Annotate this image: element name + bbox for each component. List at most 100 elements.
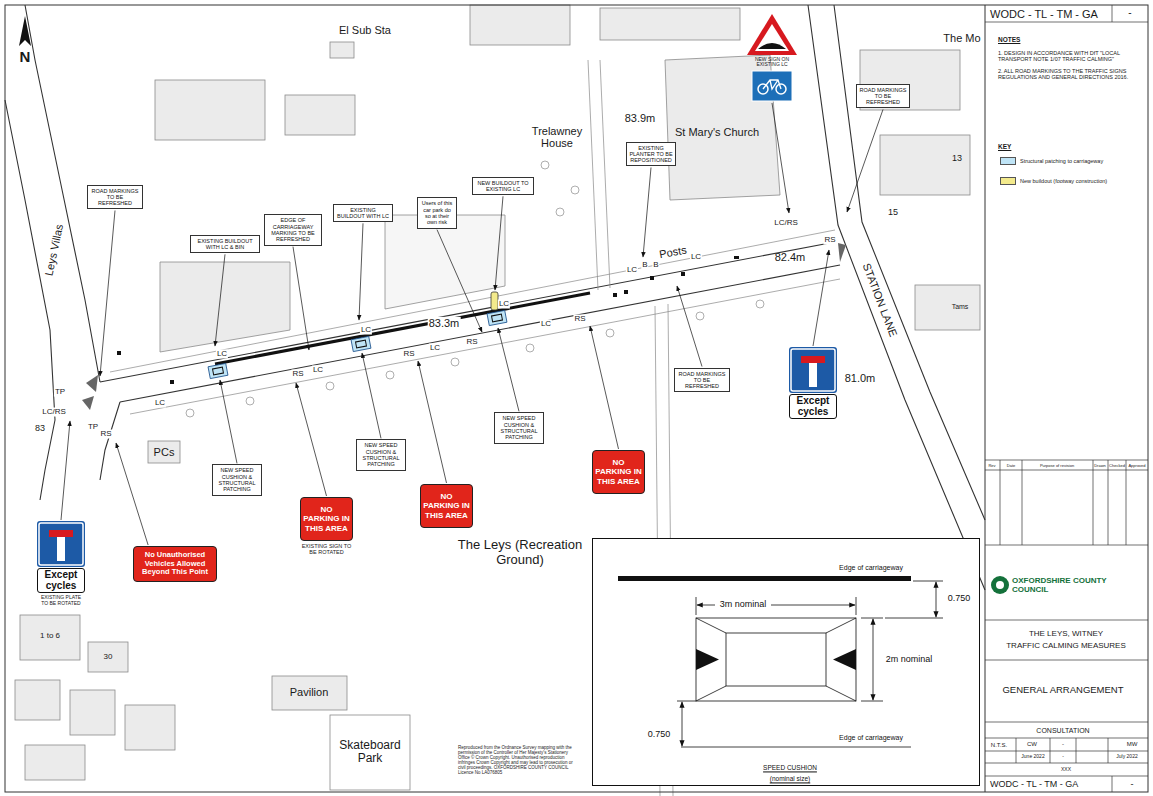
building xyxy=(860,50,960,110)
map-label: Tams xyxy=(952,303,969,311)
regulatory-sign: NO PARKING IN THIS AREA xyxy=(592,450,645,494)
map-label: Pavilion xyxy=(290,686,329,698)
copyright-note: Reproduced from the Ordnance Survey mapp… xyxy=(458,745,580,775)
junction-hatching xyxy=(86,375,98,392)
title-block-text: Drawn xyxy=(1094,464,1106,468)
map-label: 1 to 6 xyxy=(40,632,60,641)
speed-cushion xyxy=(487,310,507,325)
map-label: 15 xyxy=(888,207,898,217)
leader-line xyxy=(495,196,503,290)
tree xyxy=(541,161,549,169)
leader-line xyxy=(813,250,829,346)
tree xyxy=(386,371,394,379)
building xyxy=(285,95,355,135)
callout-box: NEW SPEED CUSHION & STRUCTURAL PATCHING xyxy=(356,439,406,470)
cushion-drawing xyxy=(885,618,943,619)
building xyxy=(25,745,85,780)
cushion-drawing xyxy=(936,582,937,617)
callout-box: Users of this car park do so at their ow… xyxy=(417,197,457,228)
detail-text: 0.750 xyxy=(648,730,671,740)
map-label: The Leys (Recreation Ground) xyxy=(455,538,585,567)
sign-caption: EXISTING PLATE TO BE ROTATED xyxy=(37,595,85,607)
speed-cushion xyxy=(351,336,371,351)
map-label: Skateboard Park xyxy=(334,739,406,766)
tree xyxy=(451,358,459,366)
hump-warning-sign xyxy=(747,14,797,55)
map-label: RS xyxy=(465,338,478,347)
map-label: TP xyxy=(87,423,99,432)
callout-box: ROAD MARKINGS TO BE REFRESHED xyxy=(674,368,730,393)
leader-line xyxy=(498,328,519,411)
sheet-frame xyxy=(5,5,1148,792)
title-block-text: CONSULTATION xyxy=(1036,727,1089,735)
building xyxy=(70,690,115,735)
callout-text: ROAD MARKINGS TO BE REFRESHED xyxy=(677,371,727,390)
map-label: 82.4m xyxy=(775,251,806,263)
road-edge xyxy=(100,242,835,382)
leader-line xyxy=(61,421,70,520)
cushion-drawing xyxy=(677,701,696,702)
title-block-text: NOTES xyxy=(998,36,1020,43)
detail-text: 3m nominal xyxy=(720,600,767,610)
callout-box: NEW BUILDOUT TO EXISTING LC xyxy=(472,177,534,196)
title-block-rule xyxy=(985,722,1148,723)
legend-text: Structural patching to carriageway xyxy=(1020,157,1103,165)
speed-cushion xyxy=(213,367,224,375)
building xyxy=(155,80,265,140)
sign-panel: No Unauthorised Vehicles Allowed Beyond … xyxy=(133,546,217,582)
dead-end-symbol xyxy=(789,347,837,393)
detail-text: Edge of carriageway xyxy=(839,734,903,742)
detail-text: 2m nominal xyxy=(886,655,933,665)
title-block-text: GENERAL ARRANGEMENT xyxy=(1002,685,1123,696)
callout-text: NEW BUILDOUT TO EXISTING LC xyxy=(475,180,531,193)
sign-panel: NO PARKING IN THIS AREA xyxy=(420,484,473,528)
map-label: LC/RS xyxy=(41,408,67,417)
map-label: El Sub Sta xyxy=(339,24,391,36)
cushion-drawing xyxy=(861,701,883,702)
hump-warning-sign xyxy=(747,14,797,55)
cushion-drawing xyxy=(726,633,826,686)
leader-line xyxy=(100,210,115,376)
speed-cushion xyxy=(208,363,228,378)
council-logo xyxy=(996,581,1004,589)
title-block-rule xyxy=(985,470,1148,471)
speed-cushion xyxy=(351,336,371,351)
leader-line xyxy=(362,353,381,438)
road-edge xyxy=(808,5,985,590)
building xyxy=(600,8,740,40)
title-block-rule xyxy=(1016,738,1017,763)
title-block-text: Date xyxy=(1007,464,1015,468)
cushion-drawing xyxy=(696,686,726,701)
leader-line xyxy=(643,167,651,257)
tree xyxy=(186,409,194,417)
building xyxy=(880,135,970,195)
map-label: RS xyxy=(402,350,415,359)
carriageway-edge-marking xyxy=(215,293,590,364)
title-block-text: N.T.S. xyxy=(991,742,1007,749)
sign-plate: Except cycles xyxy=(37,568,85,593)
leader-line xyxy=(220,380,237,463)
tree xyxy=(696,312,704,320)
title-block-text: TRAFFIC CALMING MEASURES xyxy=(1006,642,1126,651)
map-label: LC/RS xyxy=(773,219,799,228)
cushion-drawing xyxy=(826,618,856,633)
title-block-rule xyxy=(1050,738,1051,763)
map-label: LC xyxy=(154,399,166,408)
map-label: LC xyxy=(429,344,441,353)
street-furniture xyxy=(681,272,685,276)
map-label: 83.9m xyxy=(625,112,656,124)
cycle-sign xyxy=(763,80,781,89)
street-furniture xyxy=(734,256,739,259)
title-block-rule xyxy=(985,660,1148,661)
detail-text: 0.750 xyxy=(948,594,971,604)
cushion-drawing xyxy=(861,618,883,619)
detail-text: Edge of carriageway xyxy=(839,564,903,572)
hump-warning-sign xyxy=(755,24,789,51)
map-label: NEW SIGN ON EXISTING LC xyxy=(750,57,794,68)
leader-line xyxy=(293,247,309,350)
speed-cushion xyxy=(492,314,503,322)
sign-text: NO PARKING IN THIS AREA xyxy=(595,458,642,486)
junction-hatching xyxy=(82,243,846,410)
